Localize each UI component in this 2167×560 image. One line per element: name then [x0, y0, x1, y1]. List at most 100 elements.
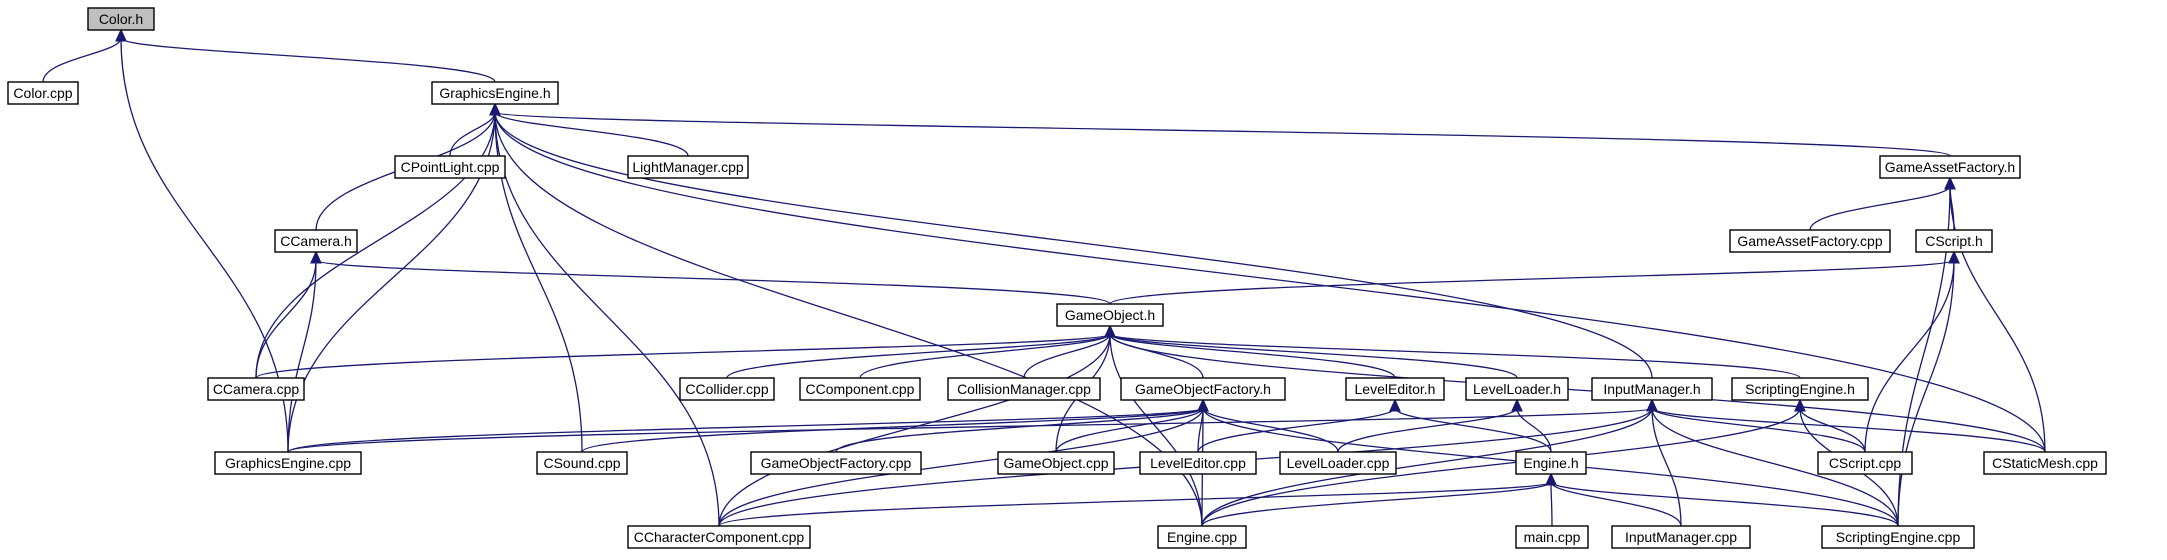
node-box[interactable] [1515, 525, 1589, 549]
node-levelloader_h[interactable]: LevelLoader.h [1465, 377, 1569, 401]
node-box[interactable] [1817, 451, 1913, 475]
node-gameassetfactory_cpp[interactable]: GameAssetFactory.cpp [1729, 229, 1891, 253]
node-box[interactable] [1139, 451, 1257, 475]
edge-gameobject_h-to-engine_cpp [1104, 324, 1203, 527]
edge-leveleditor_h-to-leveleditor_cpp [1197, 398, 1401, 453]
node-inputmanager_h[interactable]: InputManager.h [1591, 377, 1713, 401]
node-gameobject_h[interactable]: GameObject.h [1056, 303, 1164, 327]
node-label: CCamera.cpp [213, 381, 300, 397]
node-label: InputManager.cpp [1625, 529, 1737, 545]
node-gameassetfactory_h[interactable]: GameAssetFactory.h [1879, 155, 2021, 179]
node-engine_cpp[interactable]: Engine.cpp [1157, 525, 1247, 549]
node-box[interactable] [1983, 451, 2107, 475]
edge-line [494, 111, 1951, 157]
node-label: CSound.cpp [543, 455, 620, 471]
node-label: ScriptingEngine.cpp [1836, 529, 1961, 545]
node-box[interactable] [1515, 451, 1587, 475]
edge-line [315, 259, 1111, 305]
node-cstaticmesh_cpp[interactable]: CStaticMesh.cpp [1983, 451, 2107, 475]
node-graphicsengine_cpp[interactable]: GraphicsEngine.cpp [214, 451, 362, 475]
node-leveleditor_cpp[interactable]: LevelEditor.cpp [1139, 451, 1257, 475]
node-leveleditor_h[interactable]: LevelEditor.h [1345, 377, 1445, 401]
edge-line [120, 37, 496, 83]
node-box[interactable] [536, 451, 628, 475]
node-box[interactable] [1821, 525, 1975, 549]
node-box[interactable] [7, 81, 79, 105]
edge-line [287, 407, 1204, 453]
edge-arrowhead [489, 102, 501, 116]
node-box[interactable] [1915, 229, 1993, 253]
edge-arrowhead [1104, 324, 1116, 338]
node-box[interactable] [1591, 377, 1713, 401]
node-collisionmanager_cpp[interactable]: CollisionManager.cpp [947, 377, 1101, 401]
node-label: GameAssetFactory.h [1885, 159, 2015, 175]
edge-line [1201, 407, 1653, 527]
edge-line [255, 333, 1111, 379]
node-box[interactable] [1157, 525, 1247, 549]
node-box[interactable] [1611, 525, 1751, 549]
node-gameobjectfactory_cpp[interactable]: GameObjectFactory.cpp [750, 451, 922, 475]
edge-line [1799, 407, 1866, 453]
node-box[interactable] [431, 81, 559, 105]
edge-line [1109, 333, 1396, 379]
node-box[interactable] [1345, 377, 1445, 401]
node-main_cpp[interactable]: main.cpp [1515, 525, 1589, 549]
node-ccomponent_cpp[interactable]: CComponent.cpp [799, 377, 921, 401]
node-box[interactable] [214, 451, 362, 475]
node-box[interactable] [394, 155, 506, 179]
node-cscript_cpp[interactable]: CScript.cpp [1817, 451, 1913, 475]
node-label: GameObject.h [1065, 307, 1155, 323]
edge-gameobject_h-to-scriptingengine_h [1104, 324, 1801, 379]
node-box[interactable] [947, 377, 1101, 401]
node-inputmanager_cpp[interactable]: InputManager.cpp [1611, 525, 1751, 549]
node-box[interactable] [1731, 377, 1869, 401]
edge-arrowhead [115, 28, 127, 42]
node-box[interactable] [1465, 377, 1569, 401]
edge-cscript_h-to-scriptingengine_cpp [1897, 250, 1960, 527]
node-box[interactable] [1729, 229, 1891, 253]
node-csound_cpp[interactable]: CSound.cpp [536, 451, 628, 475]
node-ccharactercomponent_cpp[interactable]: CCharacterComponent.cpp [627, 525, 811, 549]
node-box[interactable] [627, 155, 749, 179]
node-box[interactable] [799, 377, 921, 401]
edge-graphicsengine_h-to-cstaticmesh_cpp [489, 102, 2046, 453]
node-color_cpp[interactable]: Color.cpp [7, 81, 79, 105]
edge-arrowhead [1794, 398, 1806, 412]
node-gameobject_cpp[interactable]: GameObject.cpp [997, 451, 1115, 475]
edge-engine_h-to-engine_cpp [1201, 472, 1557, 527]
node-label: CScript.cpp [1829, 455, 1902, 471]
node-box[interactable] [1879, 155, 2021, 179]
edge-engine_h-to-inputmanager_cpp [1545, 472, 1682, 527]
node-box[interactable] [997, 451, 1115, 475]
node-ccamera_cpp[interactable]: CCamera.cpp [207, 377, 305, 401]
node-box[interactable] [679, 377, 775, 401]
node-box[interactable] [274, 229, 358, 253]
node-engine_h[interactable]: Engine.h [1515, 451, 1587, 475]
edge-line [1949, 185, 2046, 453]
node-lightmanager_cpp[interactable]: LightManager.cpp [627, 155, 749, 179]
node-label: CComponent.cpp [806, 381, 915, 397]
node-scriptingengine_cpp[interactable]: ScriptingEngine.cpp [1821, 525, 1975, 549]
node-gameobjectfactory_h[interactable]: GameObjectFactory.h [1120, 377, 1286, 401]
node-box[interactable] [1056, 303, 1164, 327]
node-cscript_h[interactable]: CScript.h [1915, 229, 1993, 253]
node-ccollider_cpp[interactable]: CCollider.cpp [679, 377, 775, 401]
node-ccamera_h[interactable]: CCamera.h [274, 229, 358, 253]
node-cpointlight_cpp[interactable]: CPointLight.cpp [394, 155, 506, 179]
node-levelloader_cpp[interactable]: LevelLoader.cpp [1279, 451, 1397, 475]
node-label: ScriptingEngine.h [1745, 381, 1855, 397]
node-graphicsengine_h[interactable]: GraphicsEngine.h [431, 81, 559, 105]
node-box[interactable] [750, 451, 922, 475]
node-scriptingengine_h[interactable]: ScriptingEngine.h [1731, 377, 1869, 401]
edge-line [1550, 481, 1553, 527]
edge-line [1023, 333, 1111, 379]
node-box[interactable] [207, 377, 305, 401]
node-box[interactable] [1279, 451, 1397, 475]
node-box[interactable] [627, 525, 811, 549]
node-label: CPointLight.cpp [401, 159, 500, 175]
node-box[interactable] [1120, 377, 1286, 401]
node-color_h[interactable]: Color.h [87, 7, 155, 31]
node-box[interactable] [87, 7, 155, 31]
edge-line [494, 111, 689, 157]
